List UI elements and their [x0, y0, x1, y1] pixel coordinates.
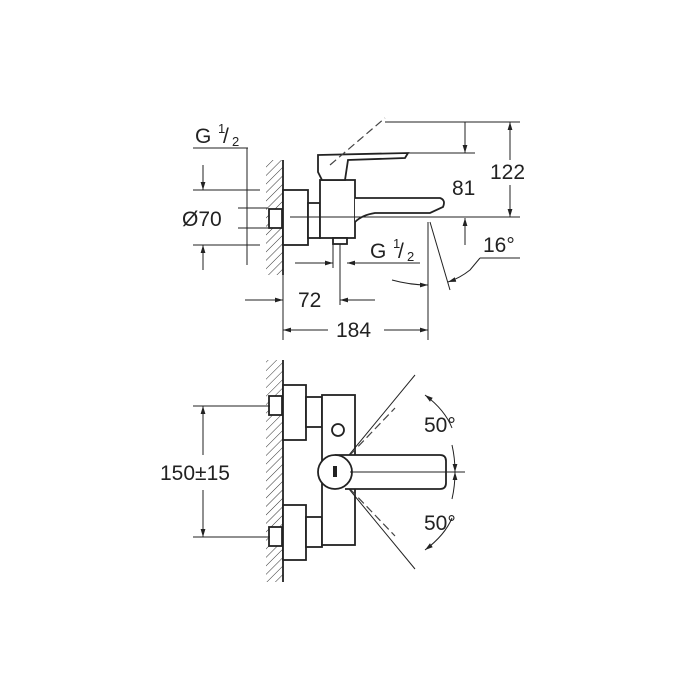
- wall-connector: [268, 208, 283, 229]
- diverter-knob: [331, 423, 345, 437]
- wall-connector-top: [268, 395, 283, 416]
- projection-label: 184: [336, 319, 371, 342]
- svg-text:/: /: [223, 125, 229, 148]
- depth-outlet-label: 72: [298, 289, 321, 312]
- svg-text:1: 1: [393, 236, 400, 251]
- svg-text:1: 1: [218, 121, 225, 136]
- diameter-label: Ø70: [182, 208, 222, 231]
- side-view: G 1 / 2 Ø70 81 122 16° G 1 / 2 72: [182, 117, 525, 342]
- svg-text:2: 2: [232, 134, 239, 149]
- spout: [354, 197, 445, 223]
- lever-raised-outline: [329, 117, 386, 166]
- mixer-body: [319, 179, 356, 239]
- thread-outlet-label: G: [370, 240, 386, 263]
- front-view: 50° 50° 150±15: [160, 360, 465, 582]
- svg-text:2: 2: [407, 249, 414, 264]
- escutcheon-bottom: [282, 504, 307, 561]
- angle-spout-label: 16°: [483, 234, 515, 257]
- height-total-label: 122: [490, 161, 525, 184]
- angle-down-label: 50°: [424, 512, 456, 535]
- angle-up-label: 50°: [424, 414, 456, 437]
- escutcheon-top: [282, 384, 307, 441]
- svg-text:/: /: [398, 240, 404, 263]
- height-spout-label: 81: [452, 177, 475, 200]
- outlet-stub: [332, 237, 348, 245]
- wall-hatch: [266, 360, 283, 582]
- lever: [317, 152, 410, 181]
- connector: [307, 202, 321, 239]
- wall-connector-bottom: [268, 526, 283, 547]
- centers-label: 150±15: [160, 462, 230, 485]
- thread-inlet-label: G: [195, 125, 211, 148]
